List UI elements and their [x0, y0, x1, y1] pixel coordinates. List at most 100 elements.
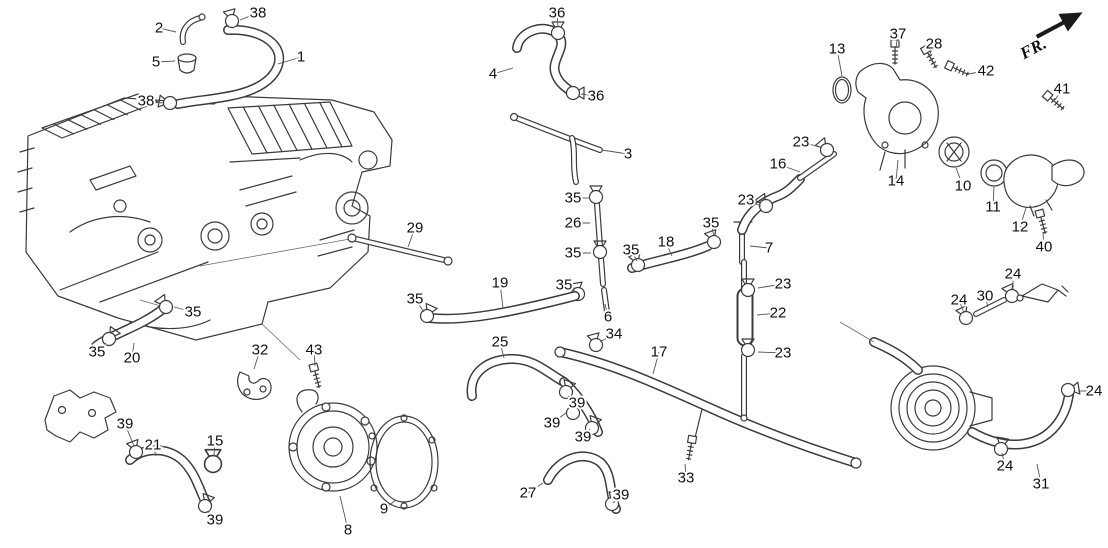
part-number: 35: [89, 344, 106, 361]
part-number: 19: [492, 275, 509, 292]
part-callout-34: 34: [599, 324, 624, 345]
part-callout-39: 39: [115, 414, 135, 447]
part-number: 35: [623, 242, 640, 259]
part-callout-21: 21: [143, 435, 163, 457]
part-callout-23: 23: [736, 190, 762, 211]
part-number: 37: [890, 26, 907, 43]
part-callout-35: 35: [621, 240, 641, 262]
part-number: 39: [613, 487, 630, 504]
joint-22-column: [736, 259, 754, 422]
part-callout-38: 38: [136, 91, 164, 112]
part-callout-10: 10: [953, 167, 973, 197]
plug-5: [177, 53, 197, 74]
part-number: 21: [145, 437, 162, 454]
o-ring-13: [832, 76, 852, 104]
part-callout-40: 40: [1034, 231, 1054, 258]
part-number: 16: [770, 156, 787, 173]
part-callout-22: 22: [756, 303, 788, 324]
part-callout-39: 39: [573, 427, 594, 448]
part-number: 30: [977, 288, 994, 305]
clamp-35-icon: [588, 185, 604, 205]
part-number: 36: [549, 5, 566, 22]
part-callout-23: 23: [791, 132, 821, 153]
part-number: 23: [775, 276, 792, 293]
part-number: 11: [985, 199, 1001, 216]
part-number: 6: [604, 309, 612, 326]
part-number: 22: [770, 305, 787, 322]
part-number: 15: [207, 433, 224, 450]
part-callout-39: 39: [567, 393, 588, 414]
stay-bracket-21: [44, 389, 117, 443]
part-callout-36: 36: [580, 86, 606, 107]
part-callout-35: 35: [87, 342, 108, 363]
part-callout-11: 11: [983, 186, 1003, 218]
part-number: 29: [407, 220, 424, 237]
hose-4: [512, 23, 577, 97]
part-number: 41: [1054, 81, 1071, 98]
part-number: 8: [344, 522, 352, 539]
part-callout-19: 19: [490, 273, 510, 309]
part-number: 39: [569, 395, 586, 412]
part-callout-6: 6: [602, 303, 614, 328]
part-number: 26: [565, 215, 582, 232]
part-number: 40: [1036, 239, 1053, 256]
part-callout-16: 16: [768, 154, 801, 175]
part-callout-35: 35: [563, 188, 589, 209]
hose-1: [173, 24, 285, 109]
part-callout-39: 39: [205, 510, 226, 531]
part-callout-33: 33: [676, 463, 696, 489]
part-number: 39: [207, 512, 224, 529]
part-number: 9: [380, 501, 388, 518]
part-callout-24: 24: [1078, 381, 1104, 402]
part-callout-4: 4: [487, 64, 514, 85]
clamp-34-icon: [586, 332, 605, 354]
part-number: 18: [658, 234, 675, 251]
part-callout-3: 3: [601, 144, 634, 165]
part-number: 39: [544, 415, 561, 432]
pipe-16: [797, 151, 837, 181]
arrow-icon: [1035, 12, 1083, 39]
sensor-joint: [1016, 283, 1069, 303]
part-callout-27: 27: [518, 483, 544, 504]
part-number: 35: [185, 304, 202, 321]
part-number: 3: [624, 146, 632, 163]
part-callout-18: 18: [656, 232, 676, 257]
part-callout-32: 32: [250, 340, 270, 370]
part-number: 14: [888, 173, 905, 190]
part-callout-35: 35: [563, 243, 591, 264]
part-number: 35: [703, 215, 720, 232]
part-number: 35: [565, 245, 582, 262]
part-number: 24: [951, 292, 968, 309]
part-callout-39: 39: [542, 413, 567, 434]
oil-cooler-31: [839, 321, 993, 451]
joint-pipe-30: [973, 297, 1007, 317]
part-number: 24: [1005, 266, 1022, 283]
part-callout-35: 35: [405, 289, 425, 313]
part-number: 43: [306, 342, 323, 359]
part-callout-24: 24: [1003, 264, 1023, 290]
breather-pipe-2: [179, 13, 206, 45]
part-callout-26: 26: [563, 213, 590, 234]
part-callout-20: 20: [122, 342, 142, 369]
pipe-3: [509, 112, 603, 185]
fr-direction-label: FR.: [1016, 34, 1050, 64]
part-number: 23: [793, 134, 810, 151]
part-callout-2: 2: [153, 18, 177, 39]
part-callout-23: 23: [757, 343, 793, 364]
bolt-37-icon: [890, 39, 900, 65]
part-number: 1: [297, 49, 305, 66]
pipe-7: [733, 174, 805, 265]
part-number: 31: [1033, 476, 1050, 493]
part-callout-37: 37: [888, 24, 908, 49]
thermostat-10: [938, 136, 970, 168]
cooler-hose: [967, 385, 1075, 450]
part-callout-41: 41: [1052, 79, 1072, 101]
part-number: 42: [978, 63, 995, 80]
part-number: 7: [765, 240, 773, 257]
bracket-32: [237, 371, 272, 400]
part-number: 36: [588, 88, 605, 105]
fr-arrow: FR.: [1016, 12, 1083, 64]
part-number: 35: [565, 190, 582, 207]
pipe-29: [347, 233, 453, 266]
